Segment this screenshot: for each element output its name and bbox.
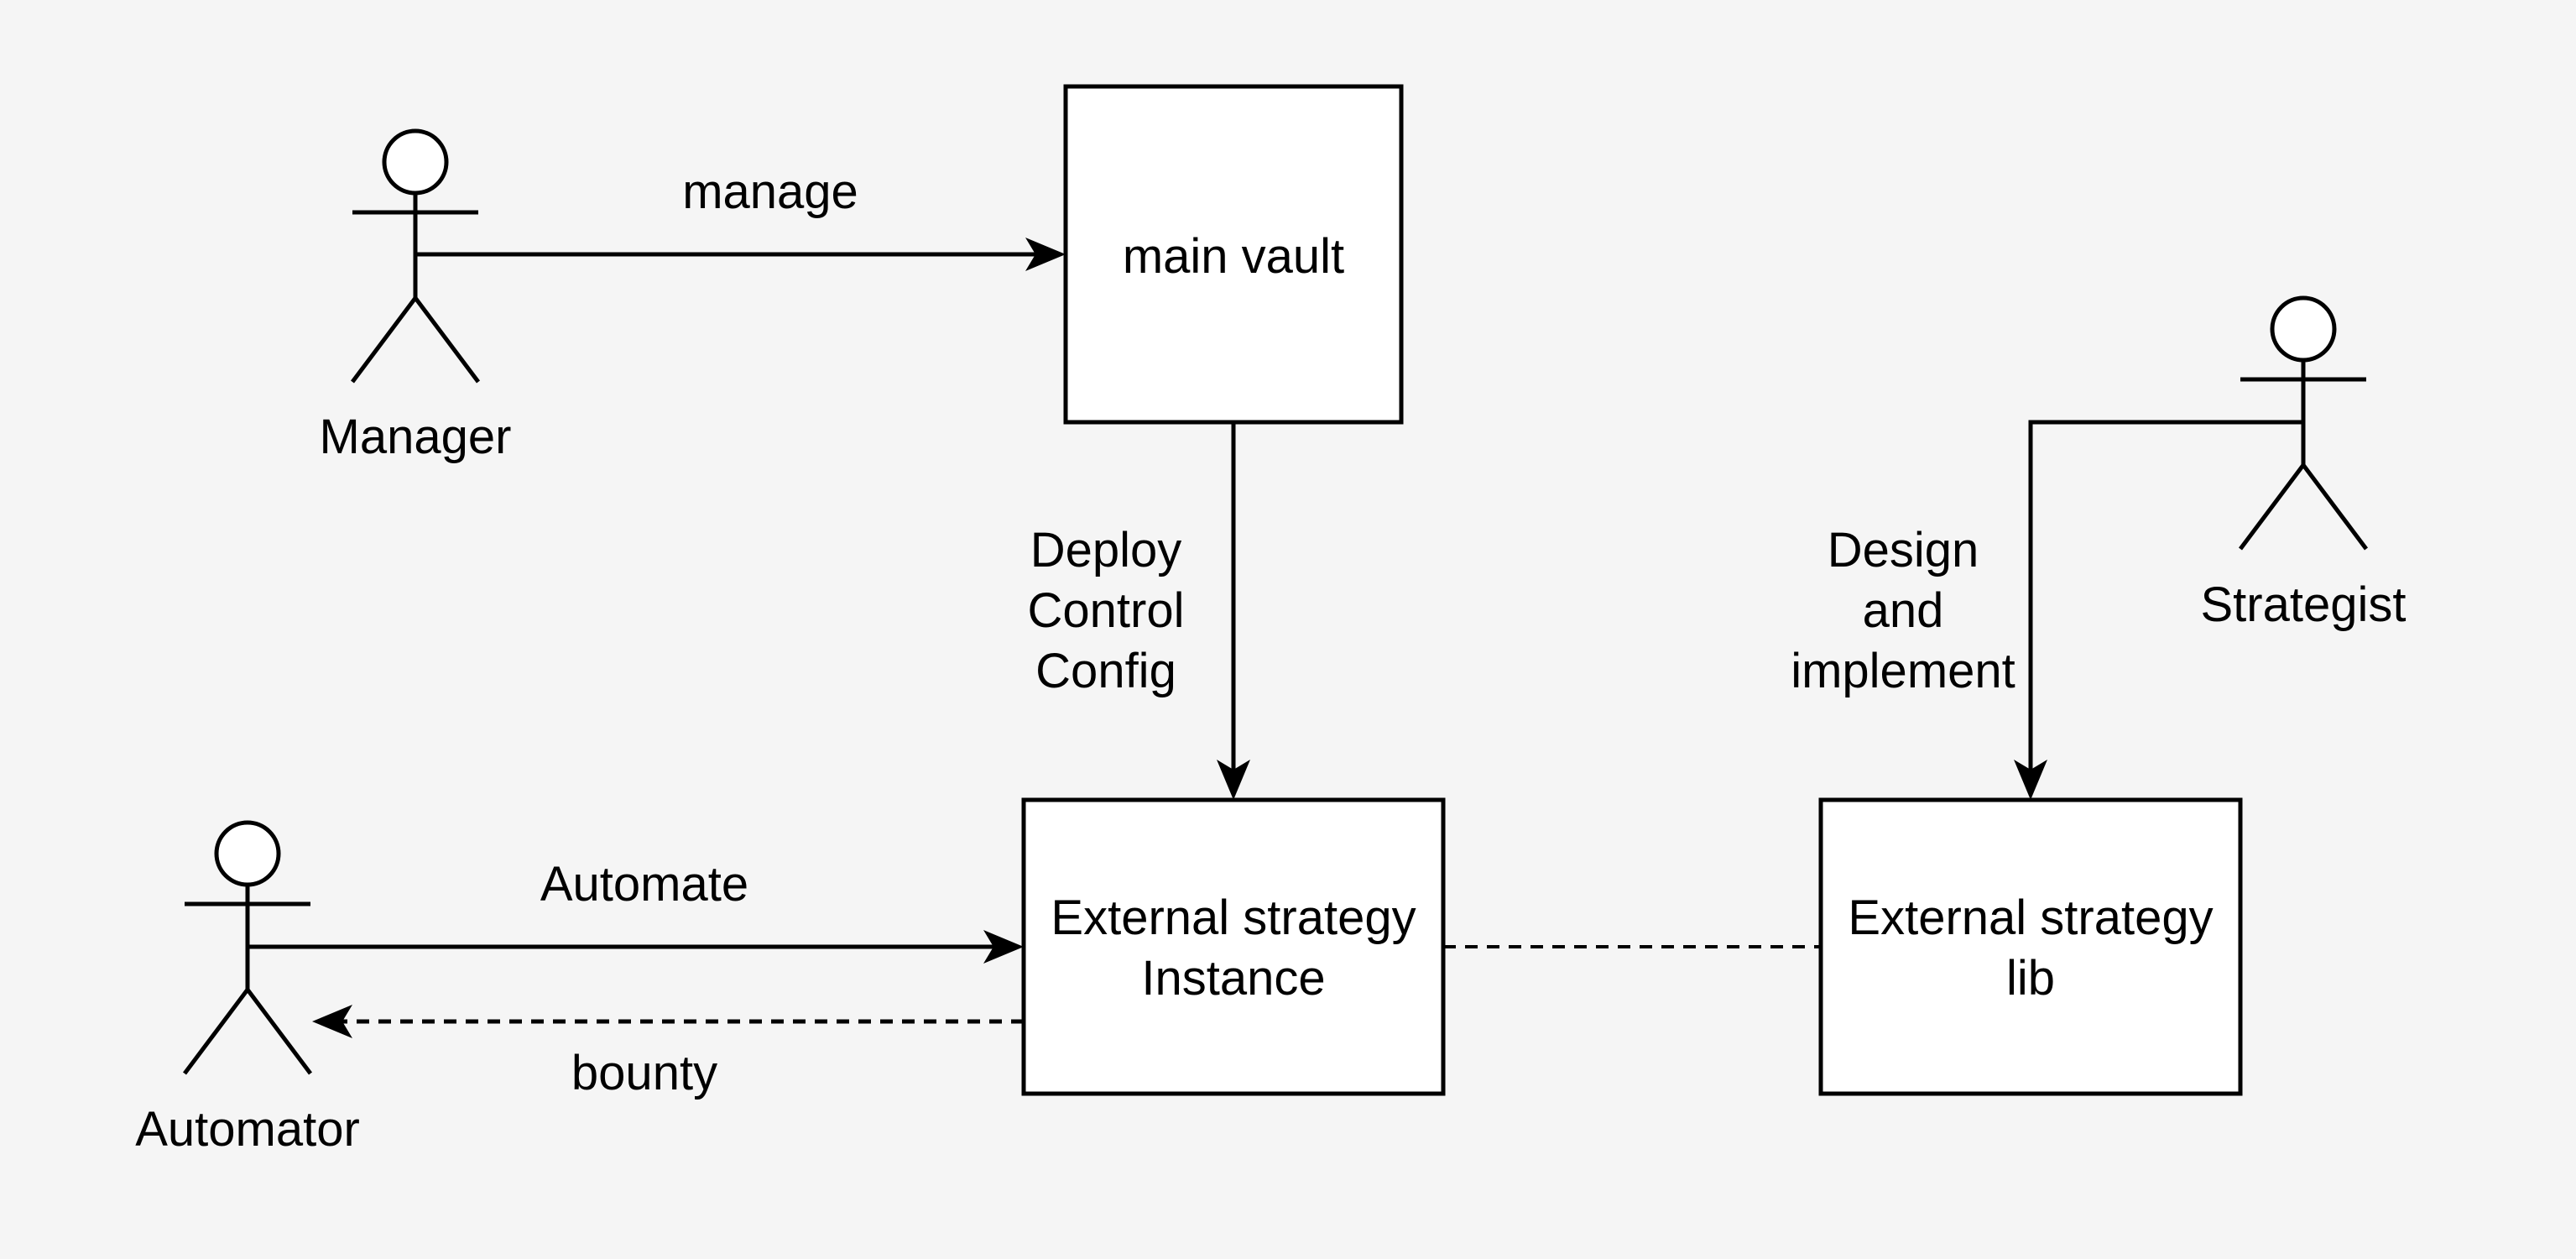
strategy-lib-box-label-line2: lib — [2006, 951, 2055, 1006]
design-edge-label-line1: Design — [1828, 523, 1979, 577]
strategist-actor-left-leg — [2239, 463, 2305, 551]
manager-actor[interactable] — [351, 128, 480, 384]
manager-actor-head — [382, 128, 449, 196]
automator-actor-label: Automator — [135, 1102, 360, 1157]
deploy-edge-arrowhead — [1217, 760, 1250, 800]
design-edge-line — [2028, 420, 2303, 776]
deploy-edge-label-line3: Config — [1035, 644, 1176, 698]
strategist-actor[interactable] — [2239, 295, 2368, 551]
manager-actor-right-leg — [414, 296, 480, 384]
design-edge — [2014, 420, 2303, 800]
automate-edge-arrowhead — [983, 930, 1024, 964]
manage-edge-arrowhead — [1025, 238, 1066, 271]
bounty-edge-label: bounty — [571, 1046, 717, 1100]
strategy-lib-box-shape — [1818, 797, 2243, 1096]
automate-edge — [248, 930, 1024, 964]
manage-edge-label: manage — [682, 165, 858, 219]
manage-edge — [415, 238, 1066, 271]
design-edge-label-line2: and — [1863, 583, 1944, 638]
strategy-instance-box-shape — [1021, 797, 1446, 1096]
manager-actor-left-leg — [351, 296, 417, 384]
strategy-lib-box-label-line1: External strategy — [1848, 891, 2213, 945]
automate-edge-label: Automate — [540, 857, 748, 912]
bounty-edge — [312, 1005, 1024, 1038]
strategy-instance-box-label-line1: External strategy — [1051, 891, 1416, 945]
strategy-lib-box[interactable]: External strategy lib — [1818, 797, 2243, 1096]
deploy-edge — [1217, 422, 1250, 800]
main-vault-box-shape — [1063, 84, 1404, 425]
automator-actor[interactable] — [183, 820, 312, 1075]
automator-actor-right-leg — [246, 988, 312, 1075]
strategist-actor-head — [2270, 295, 2337, 363]
main-vault-box-label: main vault — [1123, 229, 1344, 284]
deploy-edge-label-line1: Deploy — [1030, 523, 1182, 577]
manager-actor-label: Manager — [320, 410, 512, 464]
main-vault-box[interactable]: main vault — [1063, 84, 1404, 425]
strategy-instance-box-label-line2: Instance — [1141, 951, 1325, 1006]
strategist-actor-label: Strategist — [2201, 577, 2407, 632]
deploy-edge-label-line2: Control — [1028, 583, 1185, 638]
automator-actor-left-leg — [183, 988, 249, 1075]
strategist-actor-right-leg — [2302, 463, 2368, 551]
strategy-instance-box[interactable]: External strategy Instance — [1021, 797, 1446, 1096]
bounty-edge-arrowhead — [312, 1005, 352, 1038]
automator-actor-head — [214, 820, 281, 887]
design-edge-label-line3: implement — [1791, 644, 2015, 698]
design-edge-arrowhead — [2014, 760, 2047, 800]
